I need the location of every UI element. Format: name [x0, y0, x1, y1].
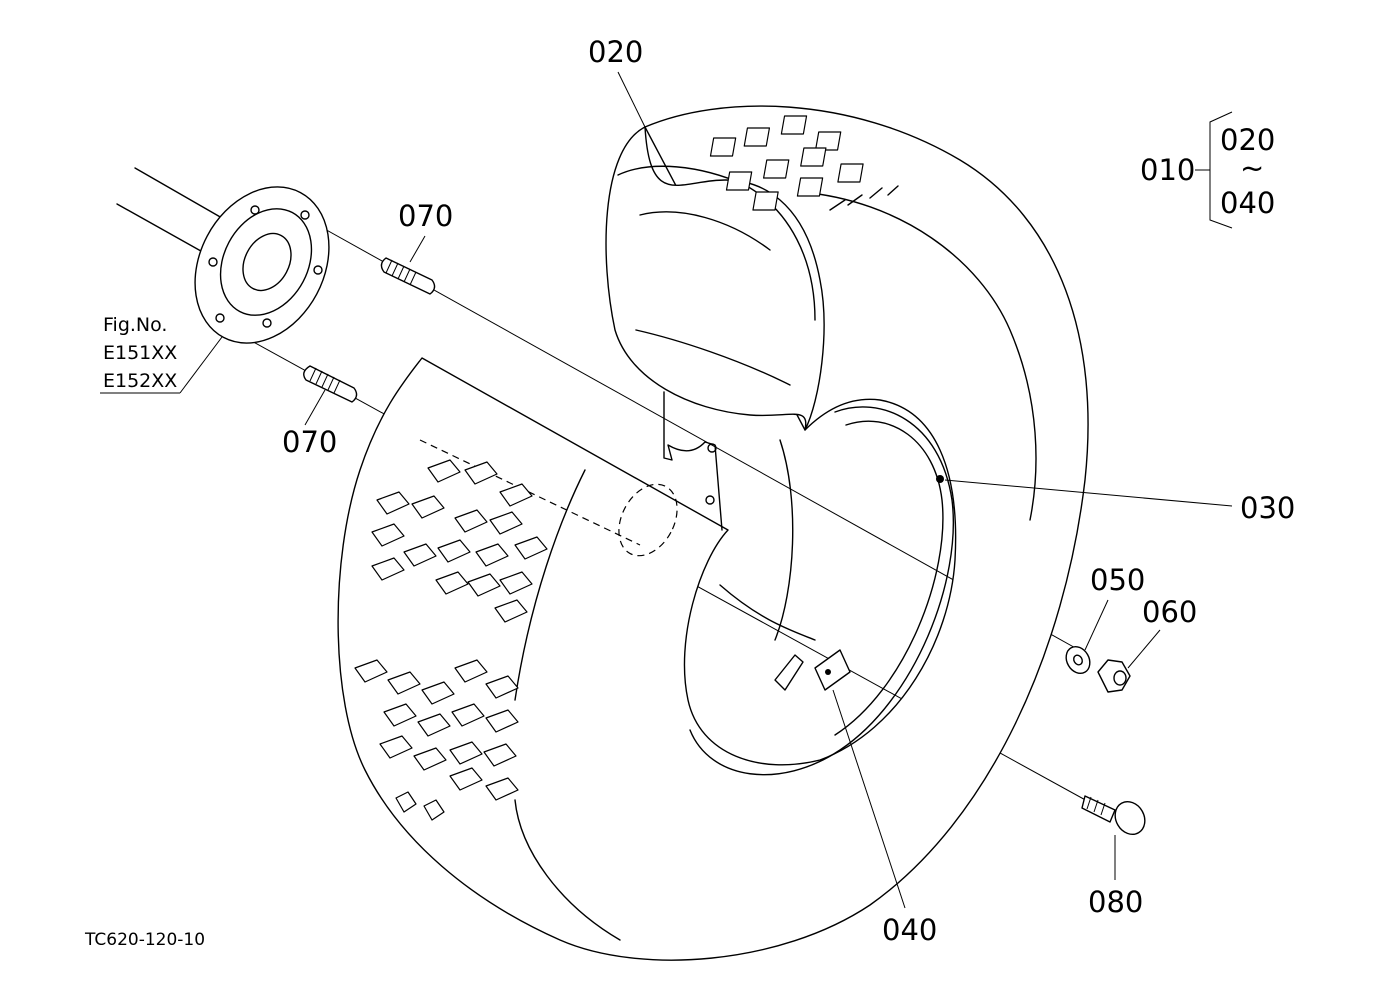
tread-lugs-upper — [709, 115, 899, 211]
group-tilde: ~ — [1240, 151, 1264, 185]
hub-flange — [194, 186, 330, 344]
callout-030: 030 — [1240, 491, 1295, 525]
drawing-code: TC620-120-10 — [84, 930, 205, 950]
rim-030 — [689, 406, 954, 776]
callout-070-upper: 070 — [398, 199, 453, 233]
stud-070-upper — [380, 257, 436, 295]
callout-050: 050 — [1090, 563, 1145, 597]
tire-body — [337, 105, 1089, 961]
washer-050 — [1065, 645, 1091, 675]
callout-070-lower: 070 — [282, 425, 337, 459]
group-top: 020 — [1220, 123, 1275, 157]
callout-020: 020 — [588, 35, 643, 69]
stud-070-lower — [303, 365, 358, 403]
leader-lines — [100, 71, 1233, 909]
group-bottom: 040 — [1220, 186, 1275, 220]
valve-080 — [1081, 795, 1146, 836]
nut-060 — [1097, 659, 1131, 693]
tread-lugs-left — [354, 459, 548, 821]
callout-080: 080 — [1088, 885, 1143, 919]
callout-040: 040 — [882, 913, 937, 947]
fig-ref-1: E151XX — [103, 342, 177, 364]
fig-no-label: Fig.No. — [103, 314, 167, 336]
callout-010: 010 — [1140, 153, 1195, 187]
callout-060: 060 — [1142, 595, 1197, 629]
fig-ref-2: E152XX — [103, 370, 177, 392]
